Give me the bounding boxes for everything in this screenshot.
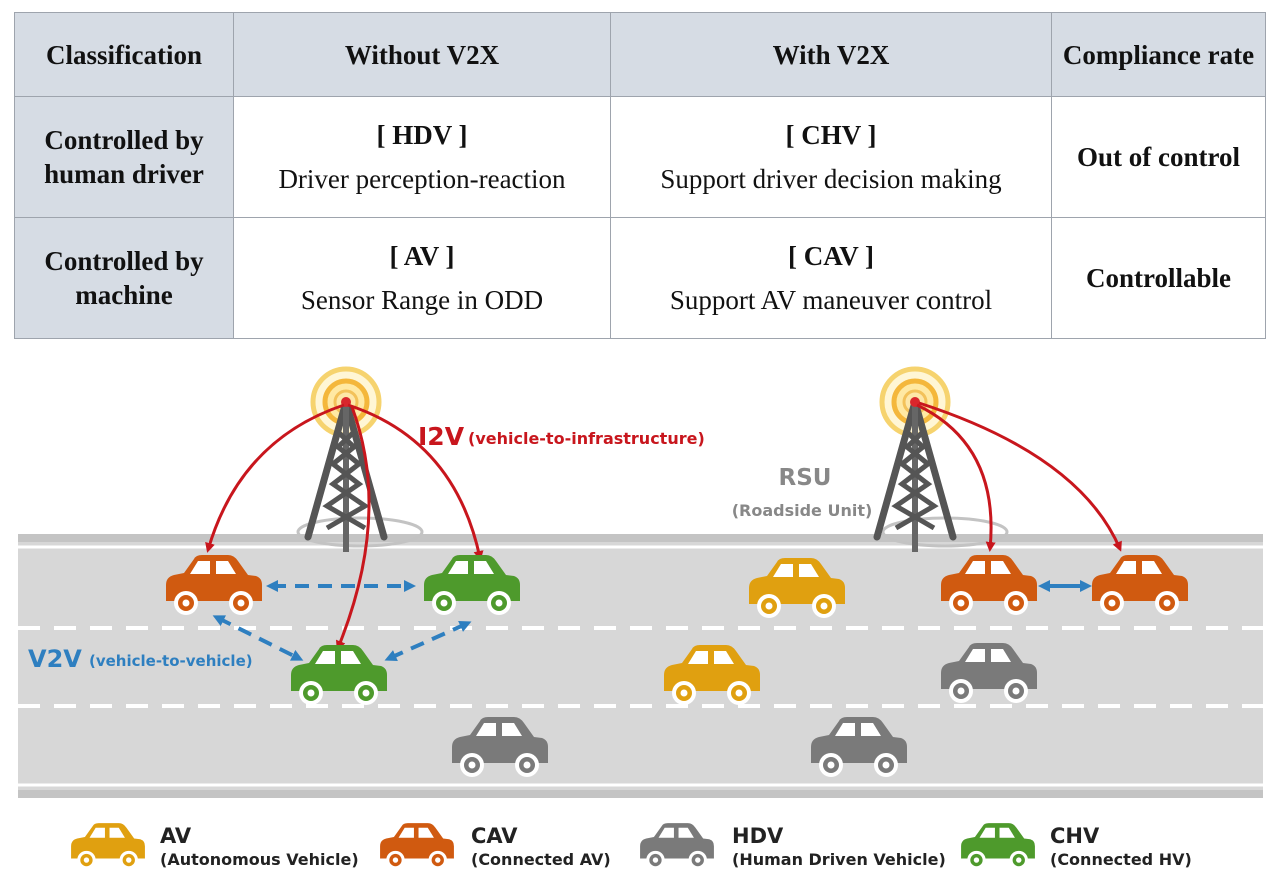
vehicle-code: [ HDV ] [376,120,468,150]
vehicle-code: [ CHV ] [785,120,877,150]
legend-full-name: (Connected AV) [471,850,611,869]
header-classification: Classification [14,12,234,97]
rsu-full-label: (Roadside Unit) [732,501,873,520]
rsu-tower-right [877,366,953,552]
legend-code: HDV [732,824,784,848]
v2v-label: V2V [28,645,82,673]
row-classification: Controlled by machine [14,217,234,339]
cell-with-v2x: [ CAV ] Support AV maneuver control [610,217,1052,339]
vehicle-description: Support driver decision making [660,164,1002,194]
header-compliance-rate: Compliance rate [1051,12,1266,97]
v2v-arrow [212,615,304,661]
header-without-v2x: Without V2X [233,12,611,97]
header-with-v2x: With V2X [610,12,1052,97]
road-edge-bottom [18,790,1263,798]
legend-full-name: (Human Driven Vehicle) [732,850,946,869]
rsu-tower-left [308,366,384,552]
i2v-arrow [918,401,1122,552]
vehicle-code: [ CAV ] [787,241,874,271]
v2v-full-label: (vehicle-to-vehicle) [89,652,253,670]
hdv-car-icon [640,823,714,870]
rsu-label: RSU [779,465,832,491]
table-row: Controlled by machine [ AV ] Sensor Rang… [14,217,1266,339]
i2v-arrow [205,403,345,553]
vehicle-description: Sensor Range in ODD [300,285,544,315]
row-classification: Controlled by human driver [14,96,234,218]
chv-car-icon [961,823,1035,870]
legend-code: AV [160,824,192,848]
vehicle-description: Support AV maneuver control [669,285,993,315]
cell-compliance-rate: Out of control [1051,96,1266,218]
i2v-label: I2V [418,422,465,451]
legend-full-name: (Connected HV) [1050,850,1192,869]
legend-full-name: (Autonomous Vehicle) [160,850,359,869]
cell-with-v2x: [ CHV ] Support driver decision making [610,96,1052,218]
i2v-arrow [916,403,996,552]
legend-code: CAV [471,824,518,848]
v2x-road-diagram: I2V (vehicle-to-infrastructure) V2V (veh… [18,366,1263,798]
i2v-arrow [347,403,484,561]
vehicle-code: [ AV ] [389,241,455,271]
v2v-arrow [384,620,472,662]
table-row: Controlled by human driver [ HDV ] Drive… [14,96,1266,218]
cav-car-icon [380,823,454,870]
classification-table: Classification Without V2X With V2X Comp… [14,12,1266,339]
av-car-icon [71,823,145,870]
tower-shadow [296,516,424,548]
cell-compliance-rate: Controllable [1051,217,1266,339]
vehicle-description: Driver perception-reaction [278,164,566,194]
legend-code: CHV [1050,824,1100,848]
i2v-full-label: (vehicle-to-infrastructure) [468,429,705,448]
cell-without-v2x: [ HDV ] Driver perception-reaction [233,96,611,218]
i2v-arrow [335,406,371,651]
cell-without-v2x: [ AV ] Sensor Range in ODD [233,217,611,339]
road-edge-top [18,534,1263,542]
